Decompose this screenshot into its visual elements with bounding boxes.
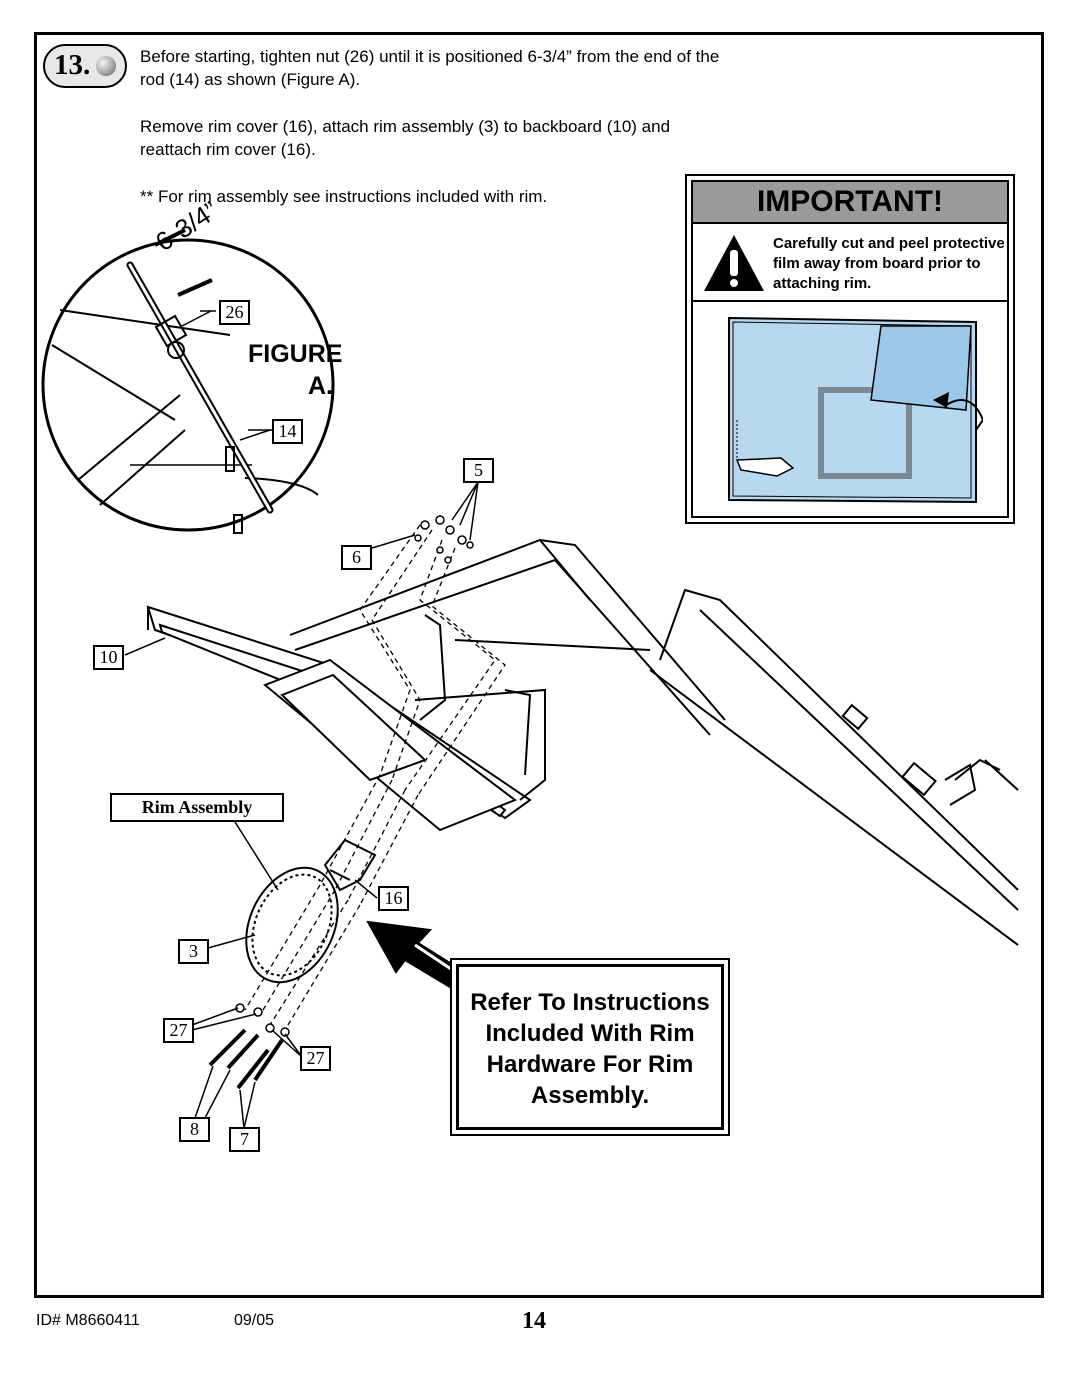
instruction-paragraph-1: Before starting, tighten nut (26) until … <box>140 47 720 89</box>
refer-line-2: Included With Rim <box>485 1020 695 1047</box>
assembly-illustration <box>41 228 1019 1129</box>
instruction-paragraph-3: ** For rim assembly see instructions inc… <box>140 187 548 206</box>
callout-6: 6 <box>341 545 372 570</box>
callout-7: 7 <box>229 1127 260 1152</box>
rim-assembly-label: Rim Assembly <box>110 793 284 822</box>
callout-leaders <box>124 310 479 1129</box>
refer-line-3: Hardware For Rim <box>486 1051 694 1078</box>
callout-8: 8 <box>179 1117 210 1142</box>
callout-27-left: 27 <box>163 1018 194 1043</box>
important-text: Carefully cut and peel protective film a… <box>773 235 1005 292</box>
step-bullet-icon <box>96 56 116 76</box>
top-hardware <box>414 515 474 564</box>
callout-27-right: 27 <box>300 1046 331 1071</box>
document-id: ID# M8660411 <box>36 1312 140 1329</box>
instruction-paragraph-2: Remove rim cover (16), attach rim assemb… <box>140 117 671 159</box>
callout-3: 3 <box>178 939 209 964</box>
step-number: 13. <box>54 49 91 81</box>
document-date: 09/05 <box>234 1312 275 1329</box>
support-structure-drawing <box>289 538 1019 946</box>
callout-5: 5 <box>463 458 494 483</box>
refer-instructions-box: Refer To Instructions Included With Rim … <box>450 958 730 1136</box>
page-number: 14 <box>522 1308 546 1334</box>
callout-10: 10 <box>93 645 124 670</box>
callout-14: 14 <box>272 419 303 444</box>
figure-a-title: FIGURE <box>248 340 343 368</box>
important-panel: IMPORTANT! Carefully cut and peel protec… <box>685 174 1015 524</box>
rim-drawing <box>245 838 377 984</box>
figure-a-letter: A. <box>308 372 333 400</box>
callout-26: 26 <box>219 300 250 325</box>
important-divider <box>693 300 1007 302</box>
important-title: IMPORTANT! <box>693 182 1007 224</box>
bottom-hardware <box>208 1003 290 1090</box>
figure-a-detail <box>41 228 335 534</box>
film-peel-illustration <box>728 316 983 504</box>
warning-icon <box>704 235 764 291</box>
callout-16: 16 <box>378 886 409 911</box>
refer-line-1: Refer To Instructions <box>470 989 710 1016</box>
refer-line-4: Assembly. <box>530 1082 650 1109</box>
page-frame <box>34 32 1044 1298</box>
